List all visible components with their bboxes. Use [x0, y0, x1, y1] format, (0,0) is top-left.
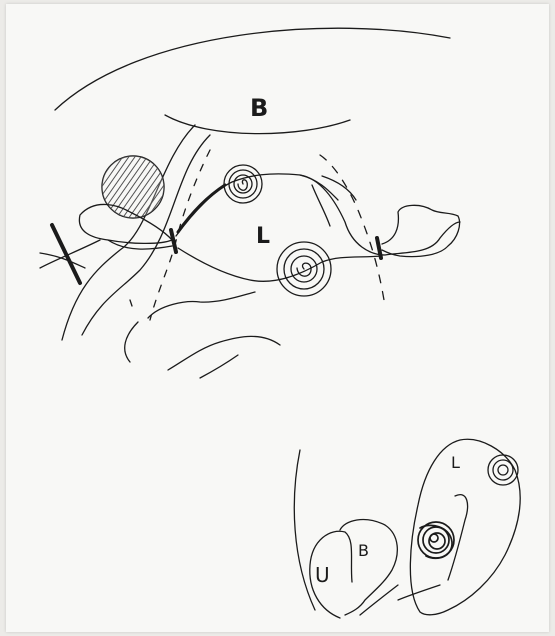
right-tube	[382, 205, 460, 256]
label-bottom-b: B	[358, 541, 369, 560]
lower-spiral	[277, 242, 331, 296]
bowel-curve-2	[125, 322, 138, 362]
label-top-l: L	[256, 224, 270, 249]
left-thick-segment	[178, 185, 225, 232]
small-spiral-top	[488, 455, 518, 485]
uterus-outline	[176, 174, 460, 255]
upper-diagram: B L	[40, 28, 460, 378]
right-clamp	[377, 238, 381, 258]
left-tube	[79, 204, 172, 243]
scribbled-spiral	[418, 522, 454, 558]
lower-diagram: L U B	[294, 439, 520, 618]
left-clamp	[52, 225, 80, 283]
bowel-curve-4	[200, 355, 238, 378]
bowel-curve-1	[148, 292, 255, 318]
label-top-b: B	[250, 94, 268, 122]
upper-spiral	[224, 165, 262, 203]
label-bottom-l: L	[451, 453, 460, 472]
b-lobe	[340, 520, 397, 615]
left-small-clamp	[171, 230, 176, 252]
label-bottom-u: U	[315, 563, 330, 587]
